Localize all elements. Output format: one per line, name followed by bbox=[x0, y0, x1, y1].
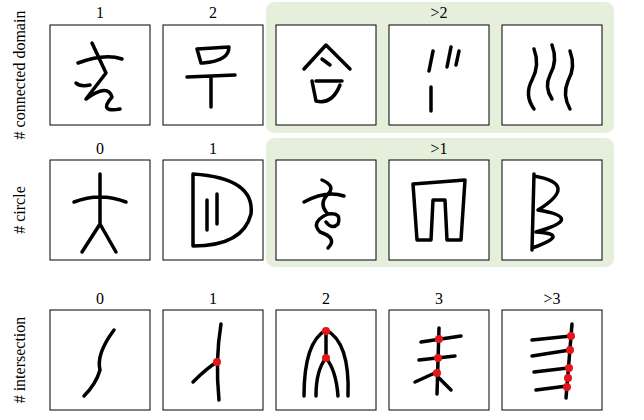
glyph-panel bbox=[50, 160, 150, 260]
glyph-panel bbox=[50, 310, 150, 410]
glyph-panel bbox=[163, 310, 263, 410]
row-label: # intersection bbox=[11, 317, 29, 404]
count-header: >3 bbox=[543, 290, 560, 308]
glyph-panel bbox=[502, 310, 602, 410]
count-header: >2 bbox=[430, 4, 447, 22]
glyph-panel bbox=[502, 25, 602, 125]
glyph-panel bbox=[389, 310, 489, 410]
count-header: 1 bbox=[209, 140, 217, 158]
glyph-panel bbox=[389, 160, 489, 260]
count-header: 1 bbox=[96, 4, 104, 22]
glyph-panel bbox=[276, 160, 376, 260]
count-header: 2 bbox=[209, 4, 217, 22]
count-header: 0 bbox=[96, 140, 104, 158]
highlight-band bbox=[266, 2, 614, 133]
row-label: # connected domain bbox=[11, 11, 29, 140]
count-header: 2 bbox=[322, 290, 330, 308]
glyph-panel bbox=[163, 25, 263, 125]
glyph-panel bbox=[389, 25, 489, 125]
highlight-band bbox=[266, 138, 614, 267]
count-header: 0 bbox=[96, 290, 104, 308]
count-header: >1 bbox=[430, 140, 447, 158]
glyph-panel bbox=[276, 25, 376, 125]
count-header: 1 bbox=[209, 290, 217, 308]
glyph-panel bbox=[50, 25, 150, 125]
glyph-panel bbox=[502, 160, 602, 260]
glyph-panel bbox=[163, 160, 263, 260]
row-label: # circle bbox=[11, 186, 29, 234]
count-header: 3 bbox=[435, 290, 443, 308]
glyph-panel bbox=[276, 310, 376, 410]
